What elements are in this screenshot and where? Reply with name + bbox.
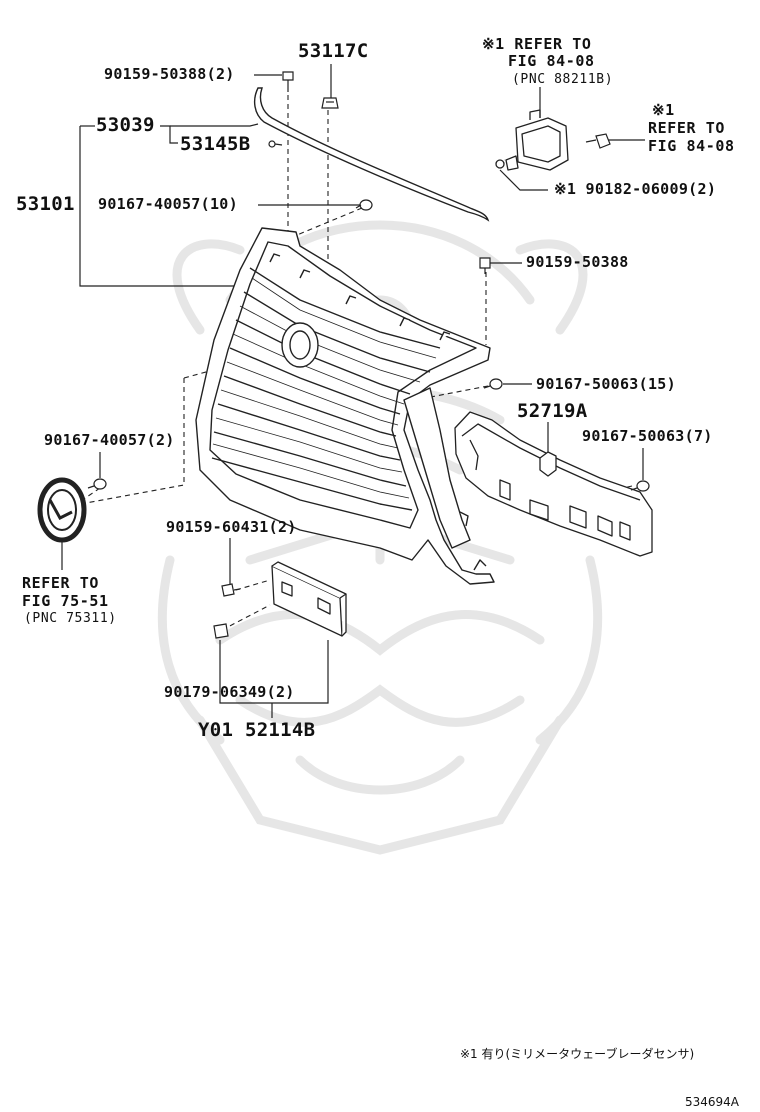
screw-90159-60431 (221, 583, 241, 597)
figure-code: 534694A (685, 1095, 740, 1109)
footnote: ※1 有り(ミリメータウェーブレーダセンサ) (460, 1047, 695, 1061)
ref-emblem-line2: FIG 75-51 (22, 592, 109, 610)
label-53117C: 53117C (298, 40, 369, 62)
screw-90167-50063-grille (483, 378, 503, 390)
radar-connector (585, 133, 611, 149)
label-90159-50388-2: 90159-50388(2) (104, 65, 235, 83)
label-52719A: 52719A (517, 400, 588, 422)
label-90167-40057-2: 90167-40057(2) (44, 431, 175, 449)
screw-90167-50063-retainer (630, 480, 650, 492)
ref-right-line1: ※1 (652, 101, 675, 119)
label-90182-06009-2: ※1 90182-06009(2) (554, 180, 717, 198)
ref-radar-line1: ※1 REFER TO (482, 35, 592, 53)
label-53145B: 53145B (180, 133, 251, 155)
label-Y01-52114B: Y01 52114B (198, 719, 316, 741)
label-53039: 53039 (96, 114, 155, 136)
label-90167-40057-10: 90167-40057(10) (98, 195, 238, 213)
screw-90167-40057-grille (355, 199, 373, 211)
clip-53145B (268, 140, 283, 148)
screw-90159-50388-top (282, 71, 294, 92)
emblem-lexus (37, 477, 87, 543)
radar-sensor-bracket (495, 109, 569, 171)
label-90159-50388: 90159-50388 (526, 253, 629, 271)
ref-emblem-line3: (PNC 75311) (24, 611, 117, 626)
radiator-grille-53101 (195, 227, 495, 585)
ref-right-line2: REFER TO (648, 119, 726, 137)
label-90179-06349-2: 90179-06349(2) (164, 683, 295, 701)
label-90167-50063-15: 90167-50063(15) (536, 375, 676, 393)
screw-90167-40057-emblem (87, 478, 107, 490)
label-53101: 53101 (16, 193, 75, 215)
label-90159-60431-2: 90159-60431(2) (166, 518, 297, 536)
ref-radar-line3: (PNC 88211B) (512, 72, 614, 87)
bumper-retainer-52719A (454, 411, 653, 557)
ref-emblem-line1: REFER TO (22, 574, 100, 592)
clip-53117C (321, 97, 339, 109)
grille-molding-53039 (253, 87, 490, 222)
license-plate-bracket-52114B (271, 561, 347, 637)
ref-right-line3: FIG 84-08 (648, 137, 735, 155)
nut-90179-06349 (213, 623, 229, 639)
ref-radar-line2: FIG 84-08 (508, 52, 595, 70)
label-90167-50063-7: 90167-50063(7) (582, 427, 713, 445)
screw-90159-50388-right (479, 257, 491, 274)
